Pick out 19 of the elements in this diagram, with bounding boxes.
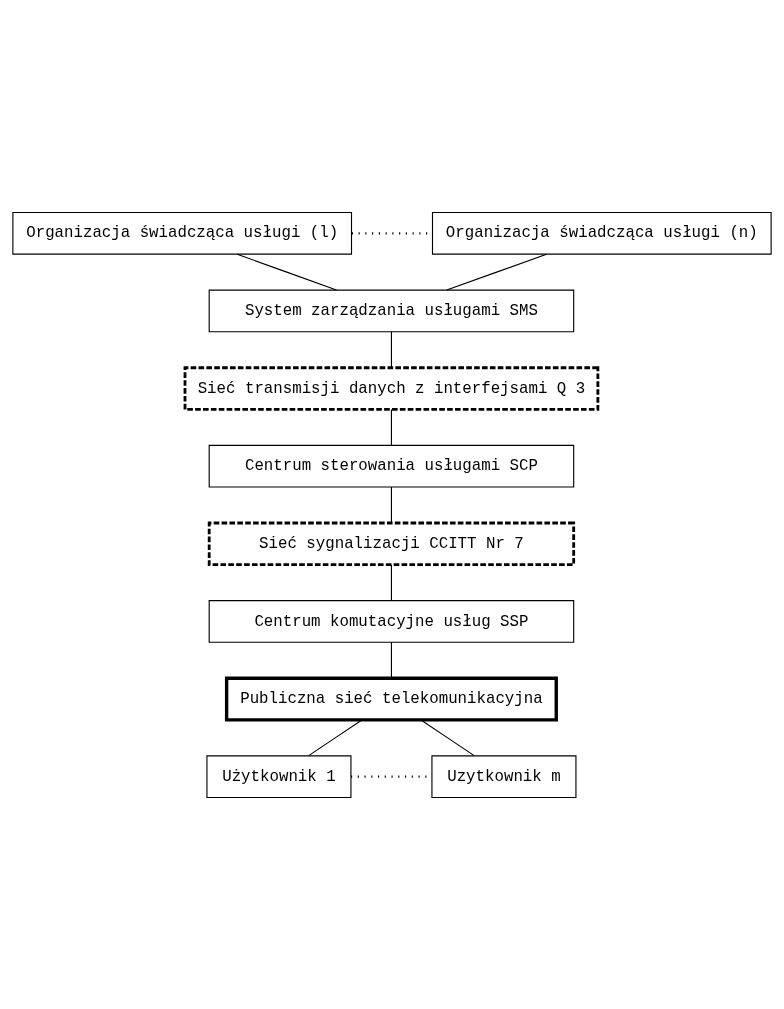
connector: [390, 330, 392, 368]
connector: [236, 253, 338, 291]
node-box: Uzytkownik m: [431, 754, 577, 798]
node-box: Organizacja świadcząca usługi (n): [431, 211, 772, 255]
connector: [390, 486, 392, 523]
connector: [446, 253, 548, 291]
node-box: Centrum sterowania usługami SCP: [208, 444, 575, 488]
node-box: Sieć transmisji danych z interfejsami Q 3: [183, 365, 600, 411]
connector: [390, 641, 392, 679]
node-box: Użytkownik 1: [206, 754, 352, 798]
connector: [390, 563, 392, 601]
node-box: System zarządzania usługami SMS: [208, 289, 575, 332]
connector: [308, 718, 363, 756]
node-box: Organizacja świadcząca usługi (l): [12, 211, 353, 255]
node-box: Centrum komutacyjne usług SSP: [208, 599, 575, 643]
node-box: Sieć sygnalizacji CCITT Nr 7: [207, 521, 576, 566]
node-box: Publiczna sieć telekomunikacyjna: [224, 676, 558, 722]
connector: [390, 408, 392, 446]
connector: [420, 718, 475, 756]
